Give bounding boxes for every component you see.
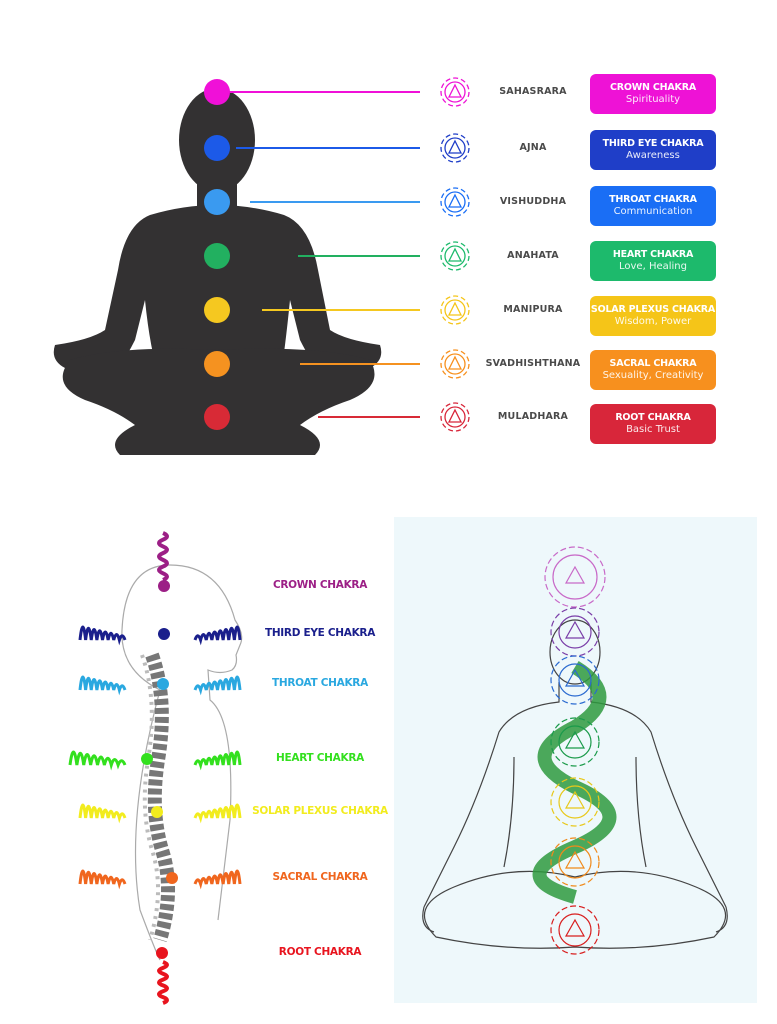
sanskrit-name: ANAHATA [507,250,559,261]
chakra-title: CROWN CHAKRA [609,82,696,93]
chakra-dot [204,189,230,215]
energy-wave-icon [193,869,242,890]
side-chakra-label: HEART CHAKRA [276,752,364,764]
sanskrit-name: MANIPURA [503,304,563,315]
chakra-lines-and-symbols [204,77,470,432]
side-chakra-dot [157,678,169,690]
side-body-spine-figure [121,564,243,961]
chakra-subtitle: Communication [613,206,693,217]
lotus-chakra-icon [550,837,600,887]
lotus-chakra-icon [550,607,600,657]
chakra-subtitle: Sexuality, Creativity [602,370,704,381]
lotus-chakra-icon [550,905,600,955]
lotus-chakra-icon [550,717,600,767]
side-chakra-dot [156,947,168,959]
chakra-lotus-icon [440,241,470,271]
sanskrit-name: MULADHARA [497,411,569,422]
side-chakra-label: ROOT CHAKRA [278,946,362,958]
side-chakra-label: SACRAL CHAKRA [272,871,368,883]
sanskrit-name: VISHUDDHA [499,196,567,207]
energy-wave-icon [193,625,242,646]
chakra-dot [204,135,230,161]
side-chakra-dot [166,872,178,884]
chakra-subtitle: Love, Healing [619,261,687,272]
chakra-dot [204,404,230,430]
side-chakra-label: SOLAR PLEXUS CHAKRA [252,805,388,817]
side-chakra-dot [151,806,163,818]
chakra-subtitle: Basic Trust [626,424,680,435]
side-chakra-label: THROAT CHAKRA [272,677,368,689]
chakra-title: SOLAR PLEXUS CHAKRA [590,304,716,315]
lotus-chakra-icon [550,777,600,827]
chakra-lotus-icon [440,349,470,379]
sanskrit-name: SAHASRARA [499,86,567,97]
chakra-subtitle: Wisdom, Power [614,316,692,327]
meditation-silhouette [53,88,382,455]
energy-wave-icon [193,750,242,771]
seated-figure-outline [422,546,728,955]
chakra-title: HEART CHAKRA [612,249,694,260]
energy-wave-icon [78,803,127,824]
energy-wave-icon [78,869,127,890]
chakra-title: ROOT CHAKRA [615,412,691,423]
energy-wave-icon [157,531,169,582]
lotus-chakra-icon [550,655,600,705]
serpent-icon [532,661,617,904]
side-chakra-label: THIRD EYE CHAKRA [264,627,376,639]
chakra-dot [204,297,230,323]
chakra-dot [204,351,230,377]
chakra-dot [204,243,230,269]
energy-wave-icon [193,803,242,824]
chakra-lotus-icon [440,295,470,325]
chakra-lotus-icon [440,187,470,217]
chakra-lotus-icon [440,77,470,107]
sanskrit-name: AJNA [519,142,547,153]
energy-wave-icon [193,675,242,696]
sanskrit-name: SVADHISHTHANA [485,358,581,369]
chakra-dot [204,79,230,105]
energy-wave-icon [78,625,127,646]
chakra-subtitle: Spirituality [625,94,681,105]
side-chakra-dot [158,628,170,640]
chakra-lotus-icon [440,402,470,432]
chakra-title: THIRD EYE CHAKRA [602,138,704,149]
side-chakra-dot [141,753,153,765]
seated-figure-panel [394,517,757,1003]
chakra-title: SACRAL CHAKRA [609,358,697,369]
energy-wave-icon [78,675,127,696]
chakra-lotus-icon [440,133,470,163]
energy-wave-icon [68,750,127,771]
side-chakra-dot [158,580,170,592]
lotus-chakra-icon [544,546,606,608]
energy-wave-icon [157,960,169,1005]
chakra-subtitle: Awareness [626,150,680,161]
chakra-title: THROAT CHAKRA [609,194,697,205]
side-chakra-label: CROWN CHAKRA [272,579,368,591]
